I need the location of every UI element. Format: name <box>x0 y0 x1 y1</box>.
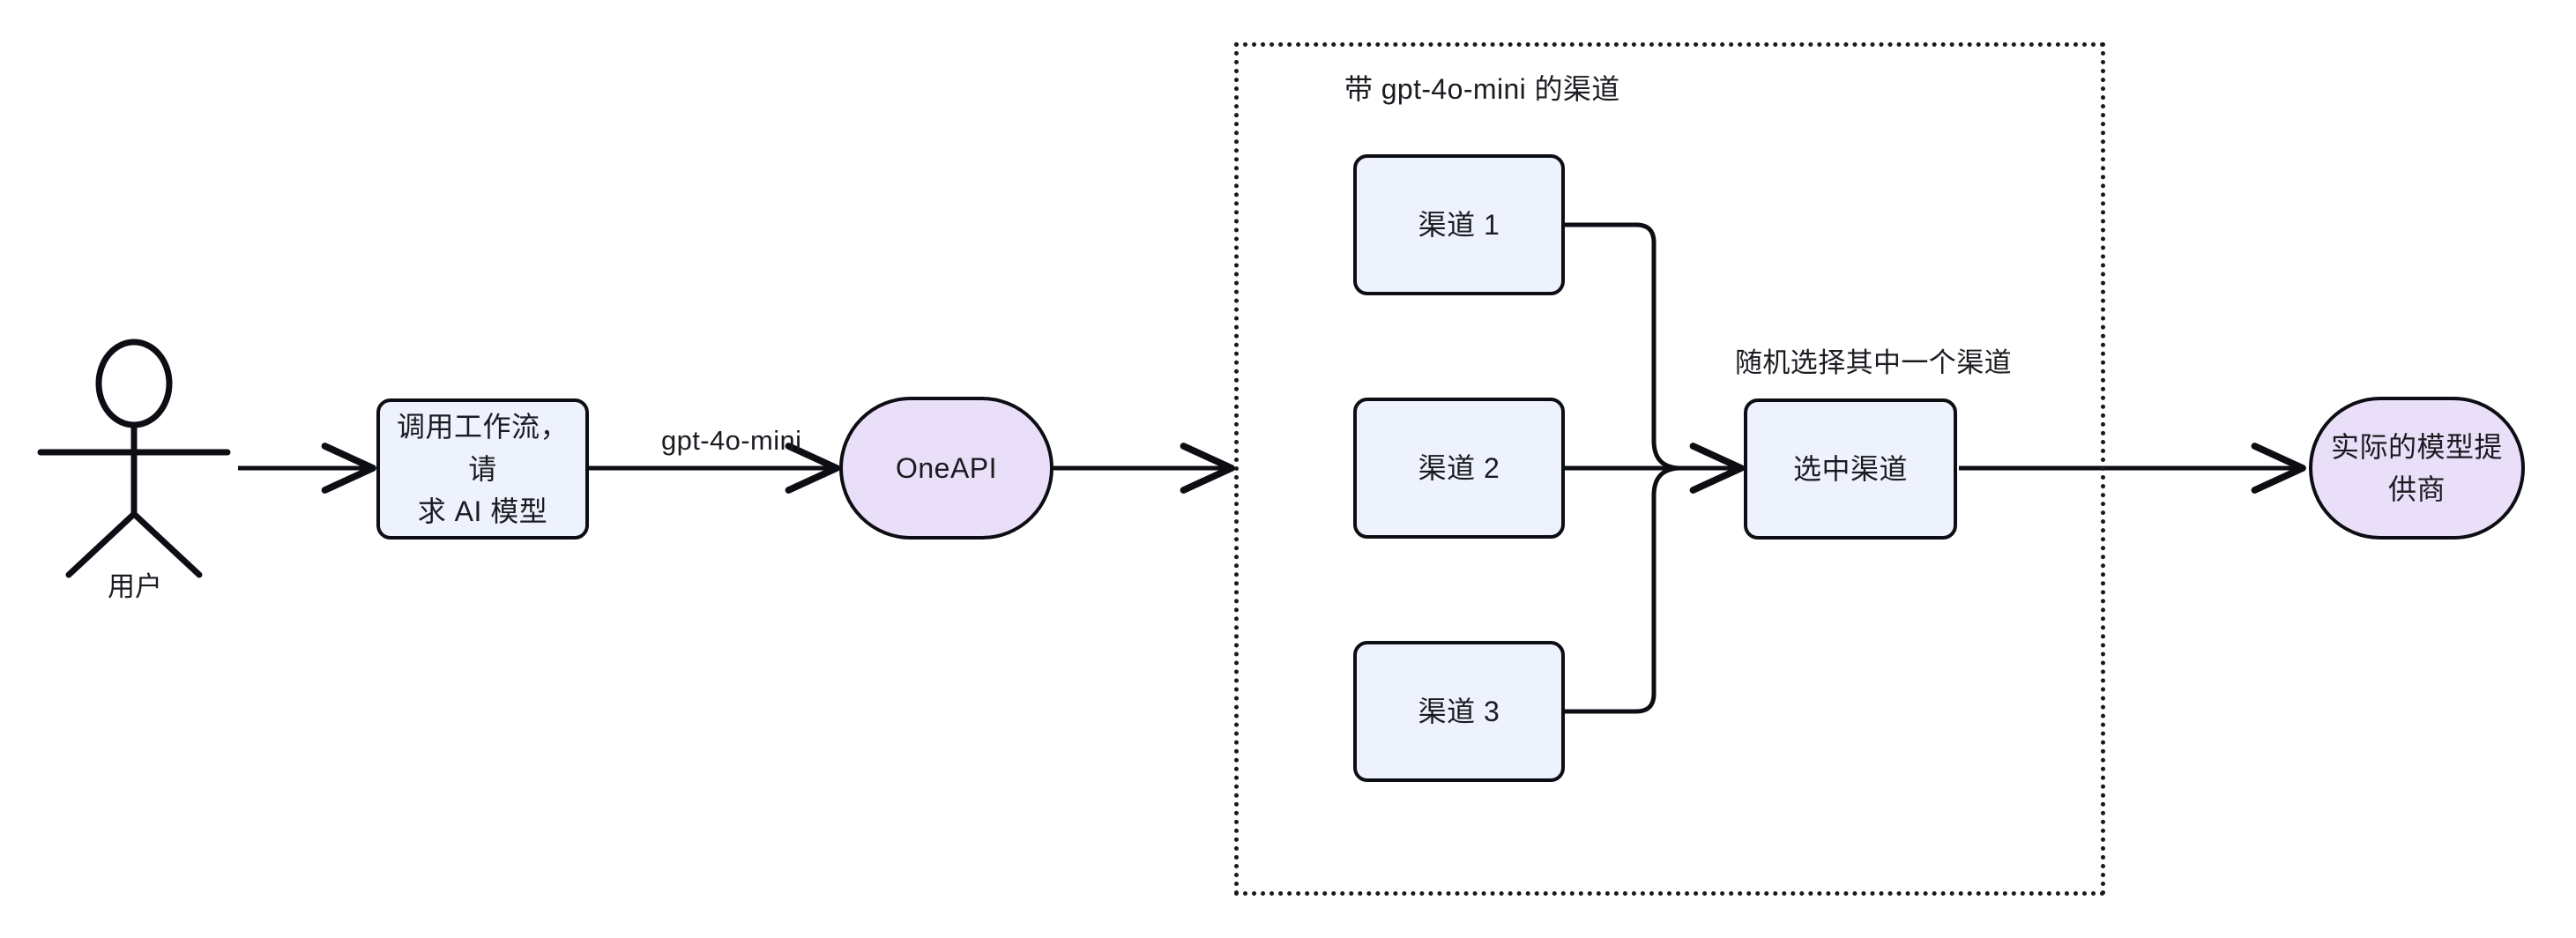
node-channel-1-label: 渠道 1 <box>1418 209 1500 241</box>
edge-label-model-name: gpt-4o-mini <box>661 425 802 456</box>
node-workflow-label: 调用工作流，请 求 AI 模型 <box>396 411 569 527</box>
node-channel-2-label: 渠道 2 <box>1418 452 1500 484</box>
node-provider[interactable]: 实际的模型提 供商 <box>2309 397 2525 540</box>
node-workflow[interactable]: 调用工作流，请 求 AI 模型 <box>376 398 589 540</box>
node-channel-1[interactable]: 渠道 1 <box>1353 154 1565 295</box>
edge-label-random-pick: 随机选择其中一个渠道 <box>1735 347 2012 378</box>
node-channel-2[interactable]: 渠道 2 <box>1353 398 1565 539</box>
channel-group-container <box>1234 42 2105 896</box>
actor-head-icon <box>95 339 173 428</box>
node-oneapi[interactable]: OneAPI <box>839 397 1053 540</box>
channel-group-title: 带 gpt-4o-mini 的渠道 <box>1344 73 1620 105</box>
user-actor-label: 用户 <box>108 571 162 602</box>
node-channel-3[interactable]: 渠道 3 <box>1353 641 1565 782</box>
node-provider-label: 实际的模型提 供商 <box>2330 431 2503 505</box>
node-channel-3-label: 渠道 3 <box>1418 696 1500 727</box>
node-selected-channel[interactable]: 选中渠道 <box>1744 398 1957 540</box>
user-stick-figure <box>37 339 231 578</box>
node-selected-channel-label: 选中渠道 <box>1792 453 1908 485</box>
node-oneapi-label: OneAPI <box>895 452 998 484</box>
